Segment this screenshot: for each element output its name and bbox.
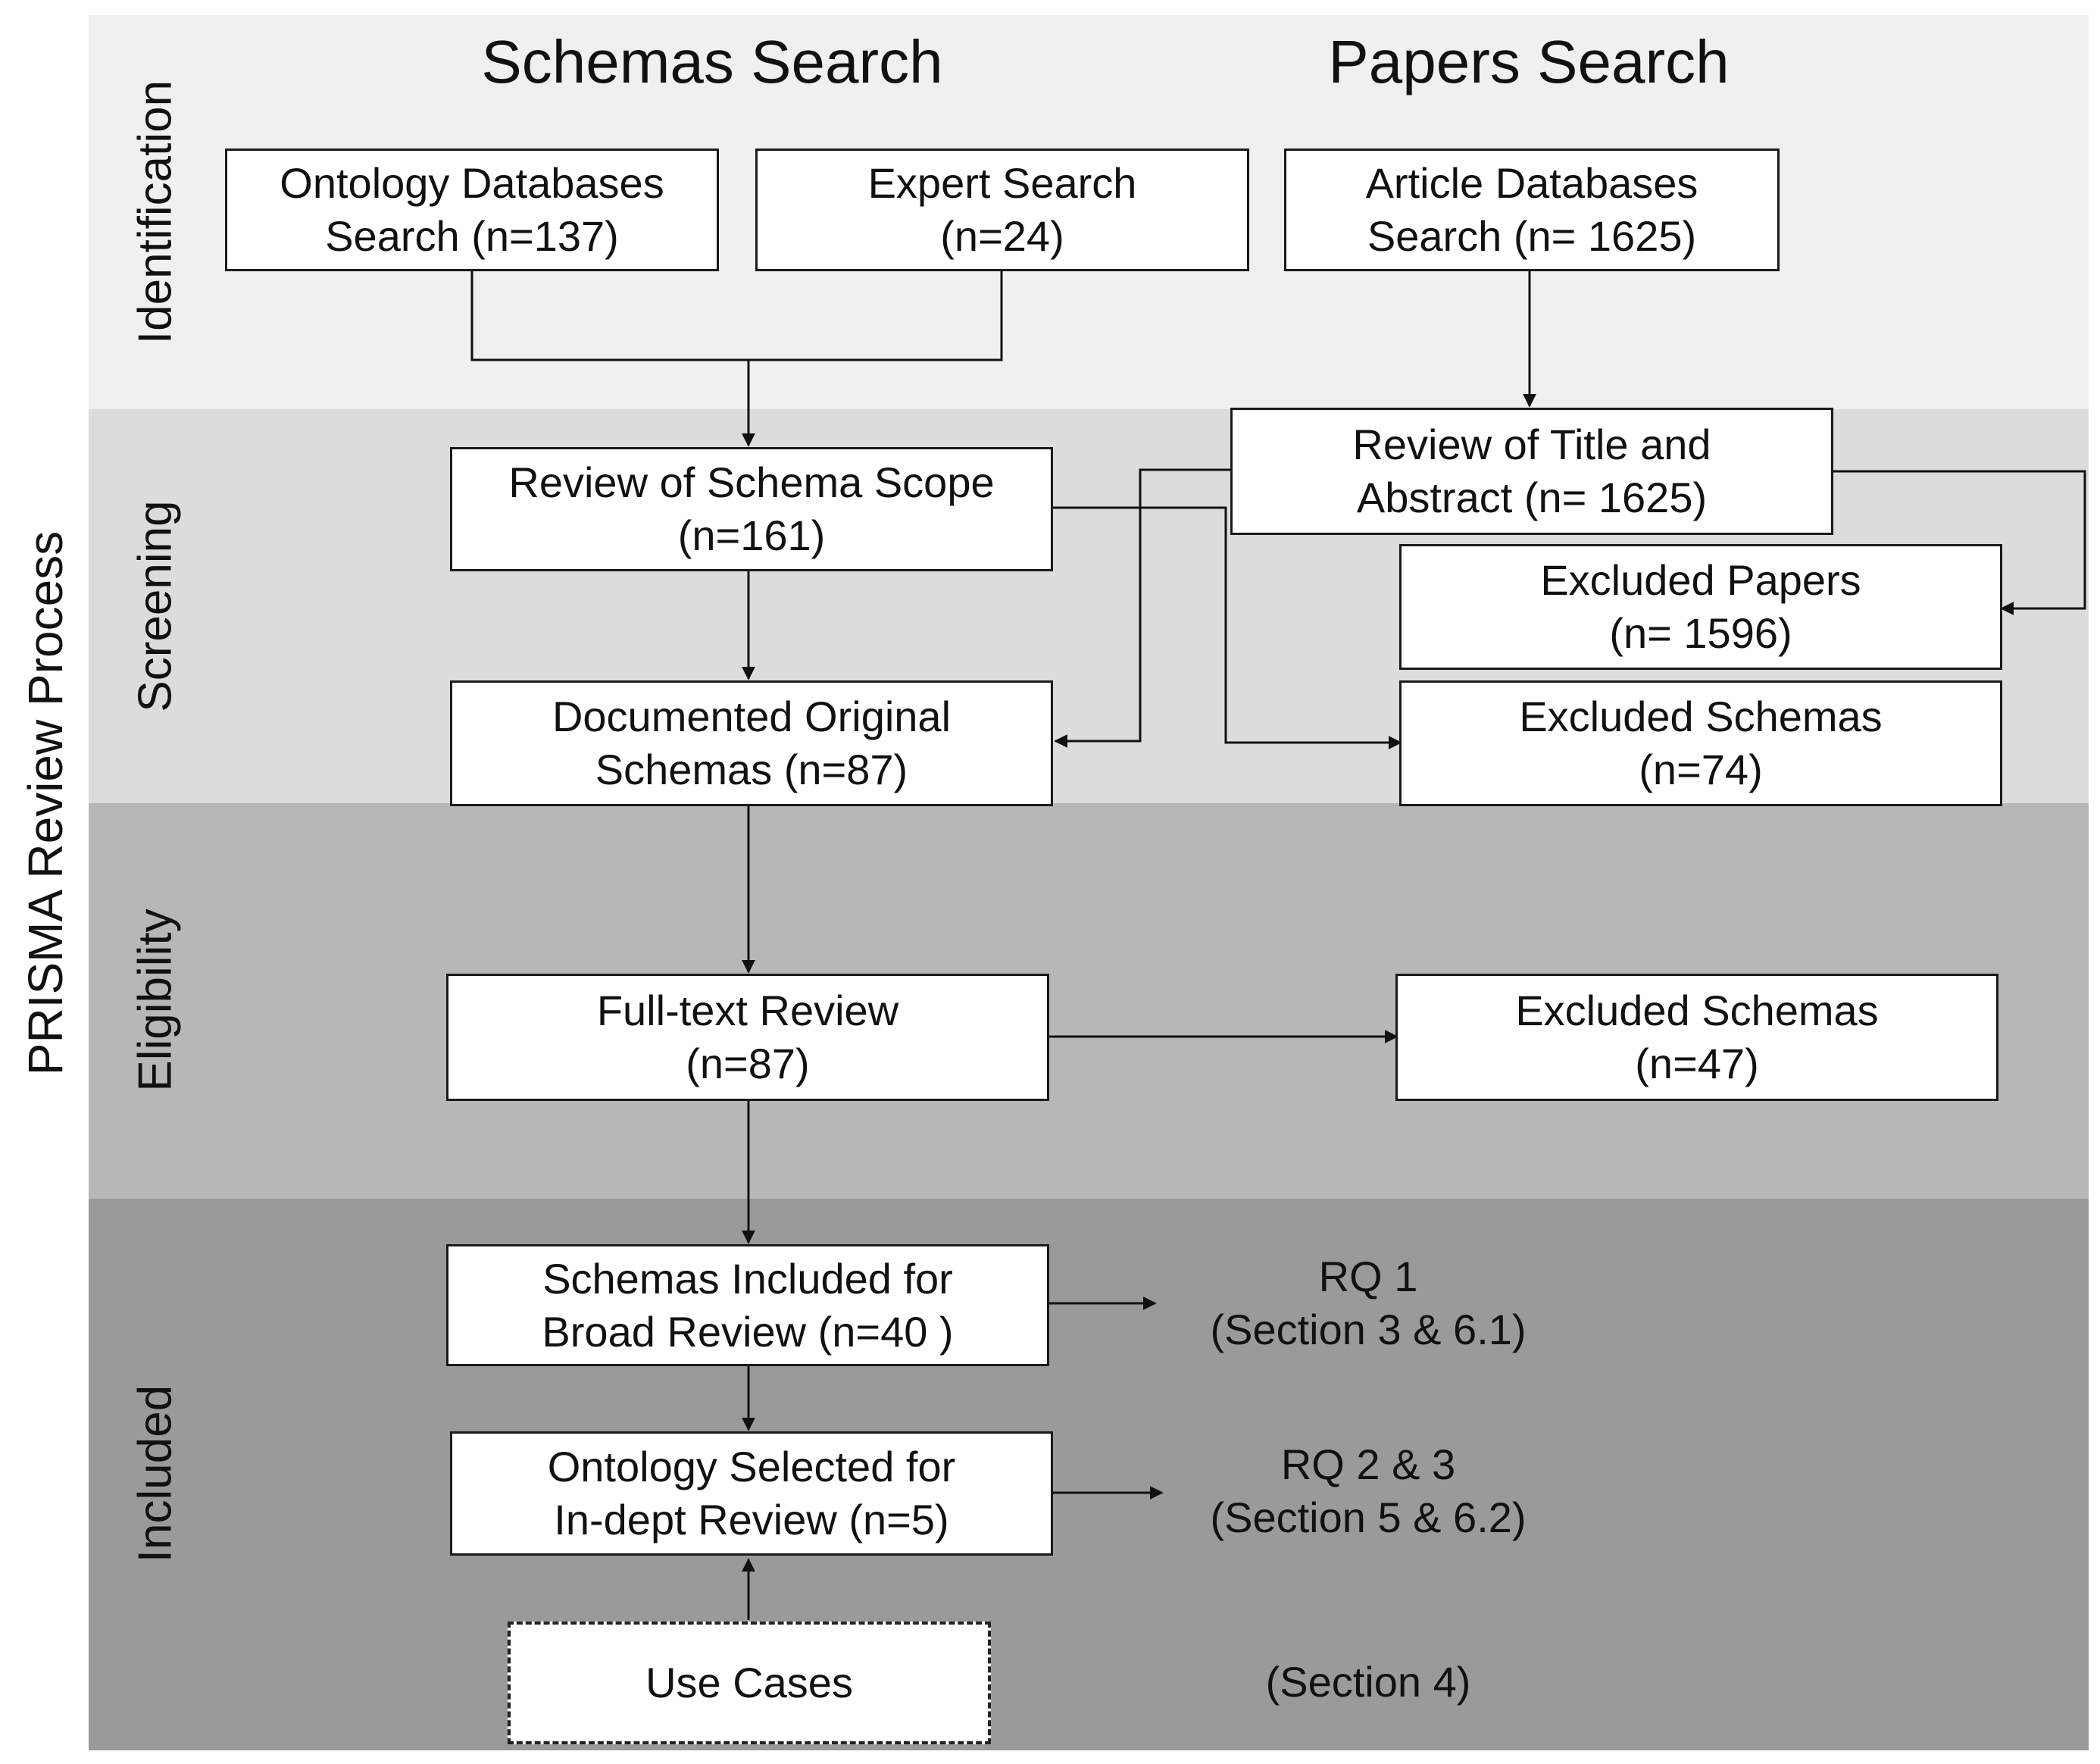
arrow-title-to-documented [1054,468,1232,748]
rq2-3-note: RQ 2 & 3 (Section 5 & 6.2) [1210,1440,1527,1541]
documented-original-schemas-box: Documented Original Schemas (n=87) [450,680,1053,806]
connector-merge-searches [470,270,1003,361]
papers-search-title: Papers Search [1328,28,1730,95]
article-databases-search-box: Article Databases Search (n= 1625) [1284,149,1780,271]
included-band [89,1199,2089,1750]
schemas-search-title: Schemas Search [481,28,943,95]
full-text-review-box: Full-text Review (n=87) [446,974,1049,1101]
ontology-databases-search-box: Ontology Databases Search (n=137) [225,149,719,271]
expert-search-box: Expert Search (n=24) [755,149,1249,271]
use-cases-box: Use Cases [508,1622,991,1744]
review-of-title-and-abstract-box: Review of Title and Abstract (n= 1625) [1230,408,1833,535]
section4-note: (Section 4) [1265,1658,1471,1706]
excluded-schemas-74-box: Excluded Schemas (n=74) [1399,680,2002,806]
excluded-schemas-47-box: Excluded Schemas (n=47) [1395,974,1998,1101]
schemas-included-broad-review-box: Schemas Included for Broad Review (n=40 … [446,1244,1049,1366]
excluded-papers-box: Excluded Papers (n= 1596) [1399,544,2002,670]
arrow-title-to-excluded-papers [1832,470,2086,615]
arrow-scope-to-excluded [1052,506,1402,749]
ontology-selected-in-depth-review-box: Ontology Selected for In-dept Review (n=… [450,1431,1053,1556]
review-of-schema-scope-box: Review of Schema Scope (n=161) [450,447,1053,571]
rq1-note: RQ 1 (Section 3 & 6.1) [1210,1253,1527,1353]
